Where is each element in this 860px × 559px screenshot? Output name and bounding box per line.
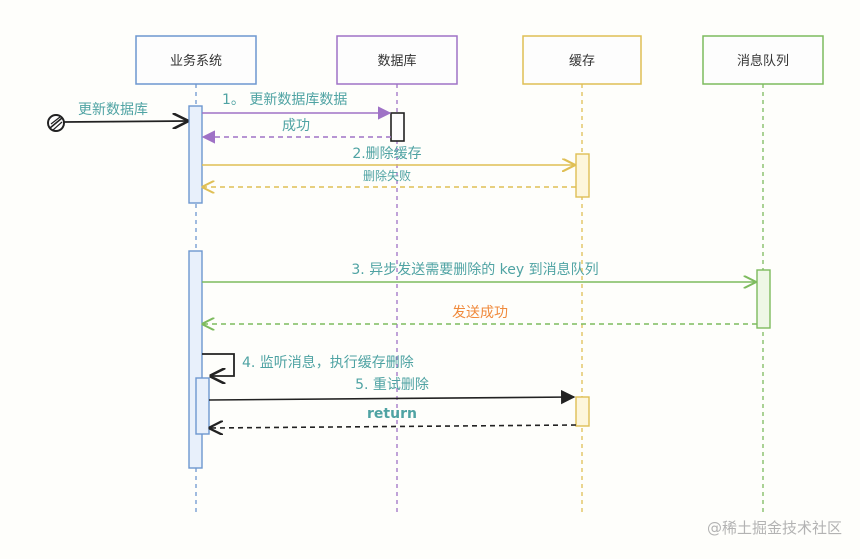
participant-cache-label: 缓存 <box>569 54 595 69</box>
start-point-icon <box>47 114 65 132</box>
participant-queue: 消息队列 <box>702 35 824 85</box>
message-external-label: 更新数据库 <box>78 102 148 118</box>
participant-business-label: 业务系统 <box>170 53 222 69</box>
message-4-self-arrow <box>202 353 235 376</box>
activation-cache-2 <box>575 396 590 427</box>
activation-cache-1 <box>575 153 590 198</box>
message-5-arrow <box>208 389 576 405</box>
message-4-label: 4. 监听消息，执行缓存删除 <box>242 354 414 371</box>
message-2-reply-label: 删除失败 <box>363 168 411 183</box>
watermark: @稀土掘金技术社区 <box>707 519 842 537</box>
message-5-label: 5. 重试删除 <box>355 377 429 393</box>
message-5-reply-arrow <box>210 425 577 428</box>
message-5-reply-label: return <box>367 406 417 422</box>
message-1-reply-label: 成功 <box>282 118 310 134</box>
activation-business-3 <box>195 377 210 435</box>
message-1-label: 1。 更新数据库数据 <box>222 92 347 108</box>
activation-queue <box>756 269 771 329</box>
participant-database: 数据库 <box>336 35 458 85</box>
participant-business: 业务系统 <box>135 35 257 85</box>
message-external-arrow <box>63 121 187 122</box>
participant-queue-label: 消息队列 <box>737 53 789 69</box>
participant-cache: 缓存 <box>522 35 642 85</box>
activation-business-1 <box>188 105 203 204</box>
message-3-reply-label: 发送成功 <box>452 305 508 321</box>
participant-database-label: 数据库 <box>377 53 416 69</box>
activation-database <box>390 112 405 142</box>
message-2-label: 2.删除缓存 <box>352 146 421 162</box>
activation-business-2 <box>188 250 203 469</box>
message-3-label: 3. 异步发送需要删除的 key 到消息队列 <box>351 261 598 278</box>
